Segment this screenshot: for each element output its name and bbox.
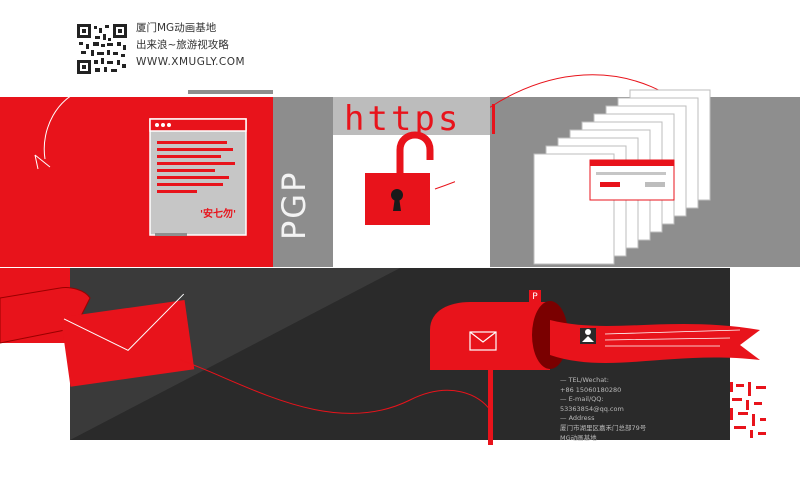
pgp-panel xyxy=(273,97,333,267)
contact-tel-value: +86 15060180280 xyxy=(560,385,622,394)
envelope-hand-illustration xyxy=(0,287,195,387)
contact-address-label: — Address xyxy=(560,414,595,423)
contact-address-org: MG动画基地 xyxy=(560,433,597,442)
padlock-icon xyxy=(365,131,455,225)
contact-block: — TEL/Wechat: +86 15060180280 — E-mail/Q… xyxy=(560,376,646,443)
decorative-pattern-icon xyxy=(730,382,766,438)
contact-tel-label: — TEL/Wechat: xyxy=(560,376,609,384)
mailbox-flag: P xyxy=(529,290,541,304)
connection-thread xyxy=(180,359,491,414)
mailbox-illustration xyxy=(430,301,760,445)
browser-window-illustration xyxy=(34,97,247,236)
qr-code-icon xyxy=(77,24,127,74)
top-grey-strip xyxy=(188,90,273,94)
contact-email-value: 53363854@qq.com xyxy=(560,404,624,413)
brand-block: 厦门MG动画基地 出来浪~旅游视攻略 WWW.XMUGLY.COM xyxy=(136,20,245,71)
contact-address-value: 厦门市湖里区嘉禾门总部79号 xyxy=(560,423,647,432)
brand-title: 厦门MG动画基地 xyxy=(136,22,217,34)
brand-url: WWW.XMUGLY.COM xyxy=(136,56,246,68)
browser-badge: '安七勿' xyxy=(200,209,237,220)
pgp-label: PGP xyxy=(275,170,313,240)
document-stack-illustration xyxy=(490,74,711,265)
https-cursor xyxy=(492,104,495,134)
brand-slogan: 出来浪~旅游视攻略 xyxy=(136,39,229,51)
https-label: https xyxy=(344,99,462,139)
https-header-panel xyxy=(333,97,490,135)
contact-email-label: — E-mail/QQ: xyxy=(560,395,604,404)
